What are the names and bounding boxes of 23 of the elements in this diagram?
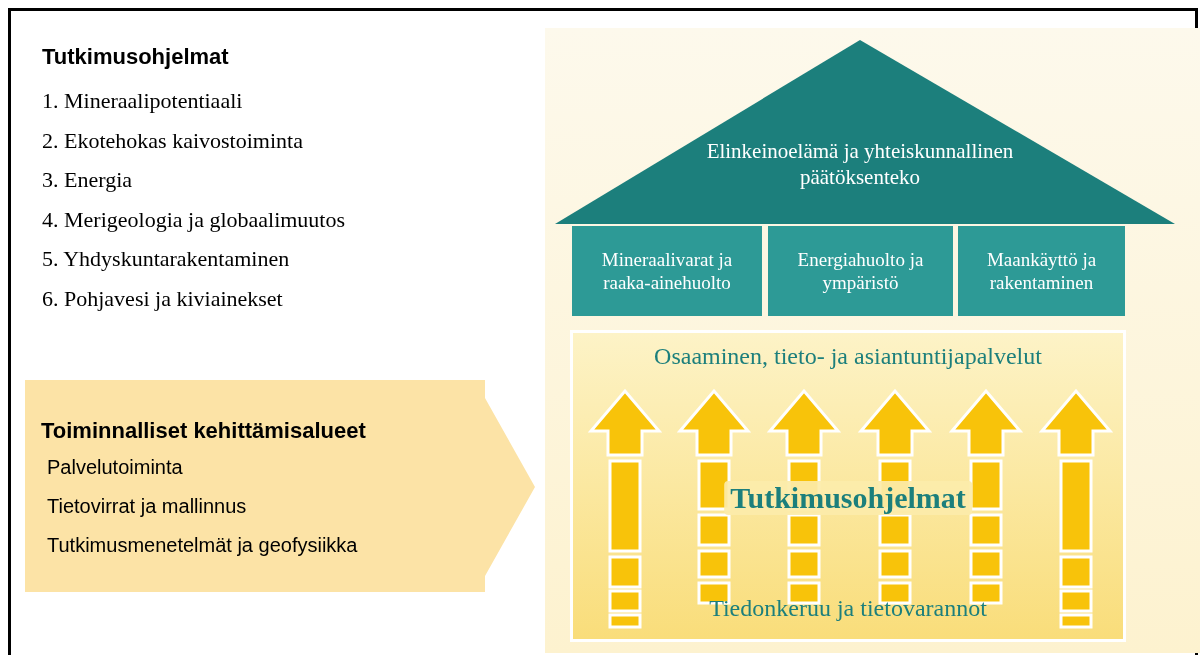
- pillar-text: Energiahuolto ja ympäristö: [796, 248, 925, 294]
- pillar-text: Maankäyttö ja rakentaminen: [985, 248, 1098, 294]
- list-item: Tutkimusmenetelmät ja geofysiikka: [47, 534, 358, 557]
- pillar: [768, 226, 953, 316]
- list-item: 5. Yhdyskuntarakentaminen: [42, 246, 290, 272]
- list-item: Tietovirrat ja mallinnus: [47, 495, 247, 518]
- band-text: Tiedonkeruu ja tietovarannot: [709, 595, 987, 622]
- house-body: [570, 330, 1126, 642]
- list-item: 1. Mineraalipotentiaali: [42, 88, 243, 114]
- arrow-shape: [25, 380, 537, 592]
- list-heading: Tutkimusohjelmat: [42, 44, 229, 70]
- roof-text: Elinkeinoelämä ja yhteiskunnallinen päätöksenteko: [705, 138, 1015, 190]
- list-item: 2. Ekotehokas kaivostoiminta: [42, 127, 303, 154]
- pillar: [572, 226, 762, 316]
- body-heading: Tutkimusohjelmat: [724, 481, 972, 515]
- box-heading: Toiminnalliset kehittämisalueet: [41, 418, 366, 444]
- pillar: [958, 226, 1125, 316]
- pillar-text: Mineraalivarat ja raaka-ainehuolto: [600, 248, 734, 294]
- list-item: 6. Pohjavesi ja kiviainekset: [42, 285, 283, 312]
- list-item: 3. Energia: [42, 167, 132, 193]
- list-item: 4. Merigeologia ja globaalimuutos: [42, 206, 346, 233]
- list-item: Palvelutoiminta: [47, 456, 183, 479]
- band-text: Osaaminen, tieto- ja asiantuntijapalvelut: [654, 343, 1042, 370]
